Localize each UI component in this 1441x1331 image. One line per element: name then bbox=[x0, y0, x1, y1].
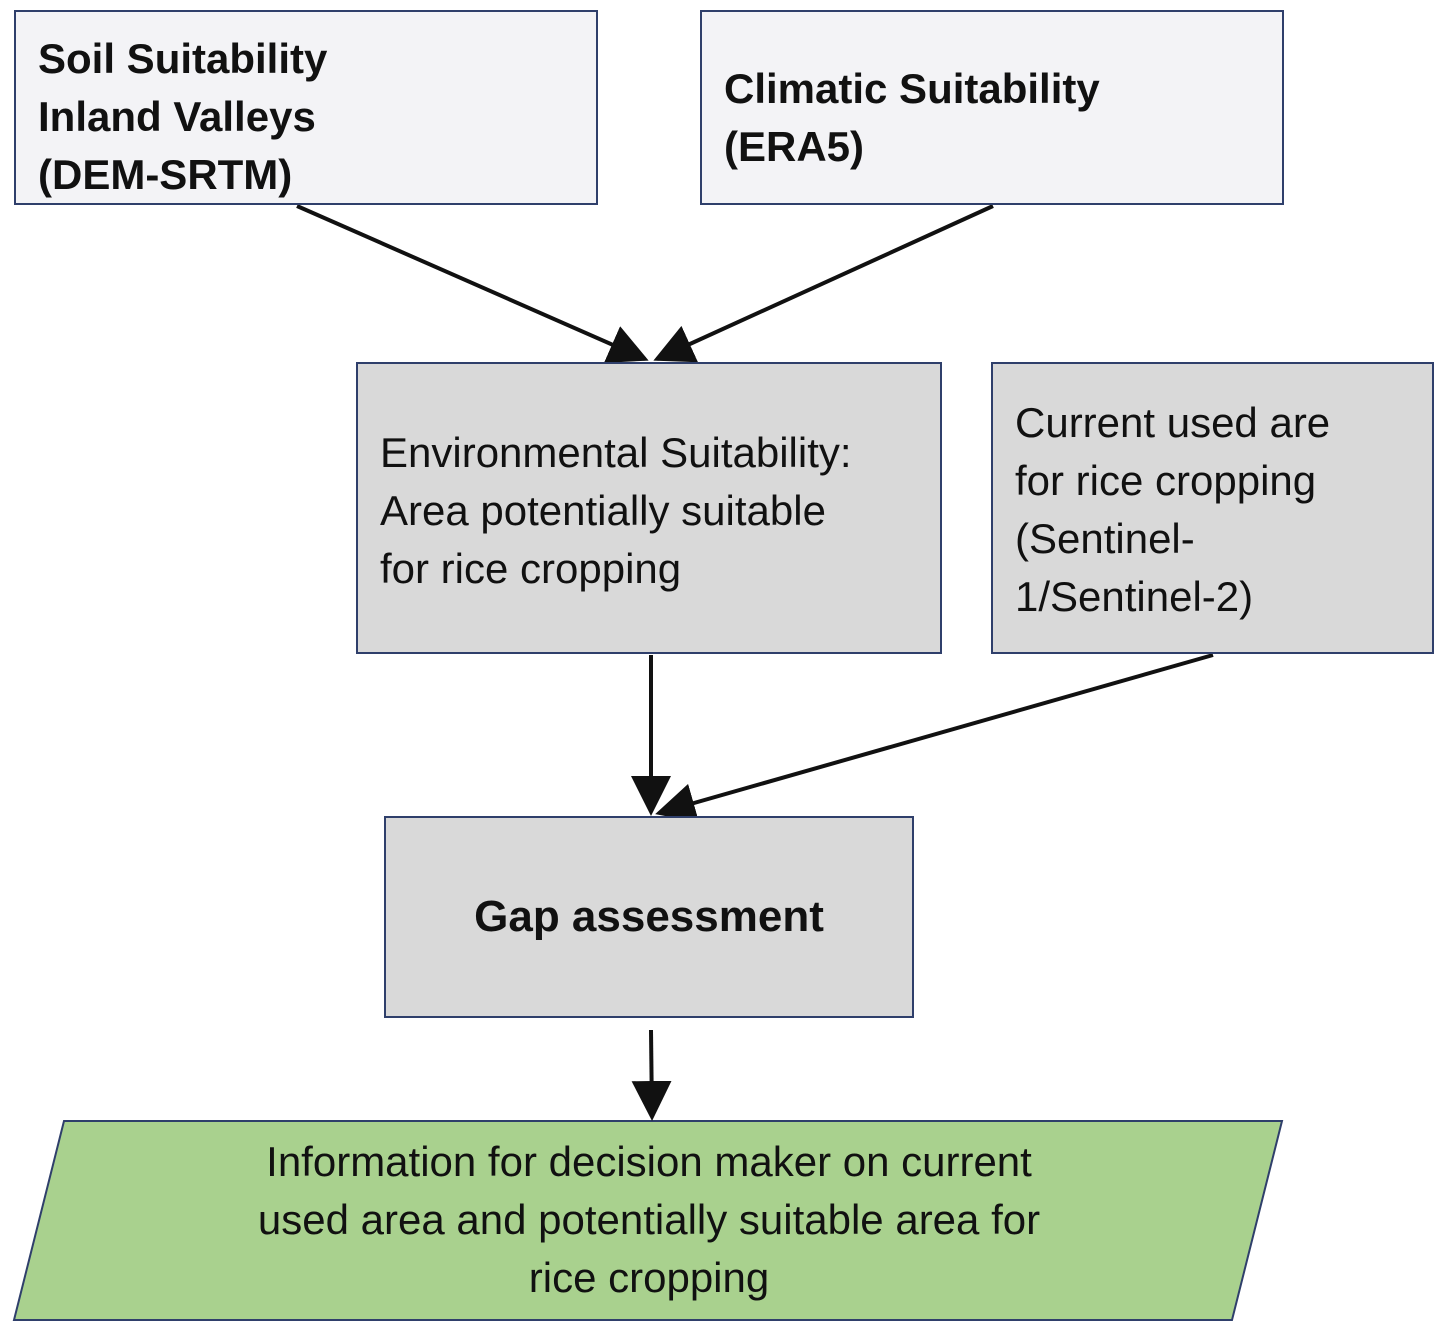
decision-information-line-3: rice cropping bbox=[528, 1254, 770, 1301]
soil-suitability-box: Soil Suitability Inland Valleys (DEM-SRT… bbox=[14, 10, 598, 205]
current-used-area-line-3: (Sentinel- bbox=[1015, 515, 1195, 562]
environmental-suitability-line-1: Environmental Suitability: bbox=[380, 429, 852, 476]
decision-information-line-2: used area and potentially suitable area … bbox=[257, 1196, 1041, 1243]
environmental-suitability-line-2: Area potentially suitable bbox=[380, 487, 826, 534]
current-used-area-box: Current used are for rice cropping (Sent… bbox=[991, 362, 1434, 654]
decision-information-output: Information for decision maker on curren… bbox=[14, 1120, 1284, 1320]
edge-climate-to-environmental bbox=[653, 204, 994, 363]
environmental-suitability-line-3: for rice cropping bbox=[380, 545, 682, 592]
edge-current-to-gap bbox=[655, 653, 1214, 823]
gap-assessment-label: Gap assessment bbox=[474, 892, 824, 941]
climatic-suitability-box: Climatic Suitability (ERA5) bbox=[700, 10, 1284, 205]
soil-suitability-line-2: Inland Valleys bbox=[38, 93, 316, 140]
current-used-area-line-1: Current used are bbox=[1015, 399, 1331, 446]
decision-information-line-1: Information for decision maker on curren… bbox=[266, 1138, 1032, 1185]
gap-assessment-box: Gap assessment bbox=[384, 816, 914, 1018]
edge-gap-to-output bbox=[631, 1029, 672, 1121]
edge-soil-to-environmental bbox=[296, 204, 649, 363]
climatic-suitability-line-1: Climatic Suitability bbox=[724, 65, 1100, 112]
current-used-area-line-4: 1/Sentinel-2) bbox=[1015, 573, 1254, 620]
output-parallelogram bbox=[12, 1120, 1284, 1321]
climatic-suitability-line-2: (ERA5) bbox=[724, 123, 865, 170]
soil-suitability-line-1: Soil Suitability bbox=[38, 35, 328, 82]
soil-suitability-line-3: (DEM-SRTM) bbox=[38, 151, 293, 198]
environmental-suitability-box: Environmental Suitability: Area potentia… bbox=[356, 362, 942, 654]
current-used-area-line-2: for rice cropping bbox=[1015, 457, 1317, 504]
